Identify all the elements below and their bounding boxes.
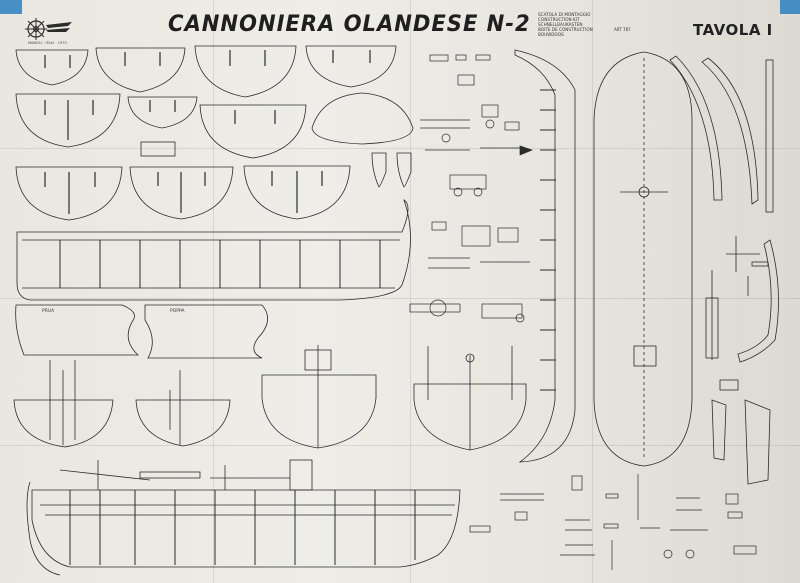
fold-crease xyxy=(410,0,411,583)
fold-crease xyxy=(0,298,800,299)
kit-line: SCHNELLBAUKASTEN xyxy=(538,22,583,27)
fold-crease xyxy=(592,0,593,583)
curved-strips xyxy=(669,55,779,485)
frame-templates xyxy=(15,45,414,221)
mast-parts xyxy=(726,236,769,296)
ship-wheel-logo-icon xyxy=(25,18,72,40)
kit-line: SCATOLA DI MONTAGGIO xyxy=(538,12,591,17)
planking-strip xyxy=(514,49,576,463)
kit-line: BOITE DE CONSTRUCTION xyxy=(538,27,593,32)
logo-caption: MAMOLI · ITALY · 1970 xyxy=(28,41,67,45)
bow-label: PRUA xyxy=(42,309,55,314)
cross-sections xyxy=(13,345,527,451)
kit-line: BOUWDOOS xyxy=(538,32,564,37)
article-number: ART 787 xyxy=(614,27,631,32)
small-parts-bottom-right xyxy=(603,474,757,570)
kit-line: CONSTRUCTION KIT xyxy=(538,17,580,22)
tape-strip xyxy=(780,0,800,14)
deck-outline xyxy=(593,51,693,467)
kit-description: SCATOLA DI MONTAGGIO CONSTRUCTION KIT SC… xyxy=(538,12,593,37)
fold-crease xyxy=(0,148,800,149)
side-elevation xyxy=(26,459,461,576)
bow-stern-pieces xyxy=(15,304,268,359)
page-title: CANNONIERA OLANDESE N-2 xyxy=(168,12,531,37)
fittings-parts xyxy=(409,54,595,556)
fold-crease xyxy=(0,445,800,446)
stern-label: POPPA xyxy=(170,309,185,314)
tape-strip xyxy=(0,0,22,14)
keel-profile xyxy=(16,199,411,301)
plate-label: TAVOLA I xyxy=(693,21,773,39)
fold-crease xyxy=(213,0,214,583)
